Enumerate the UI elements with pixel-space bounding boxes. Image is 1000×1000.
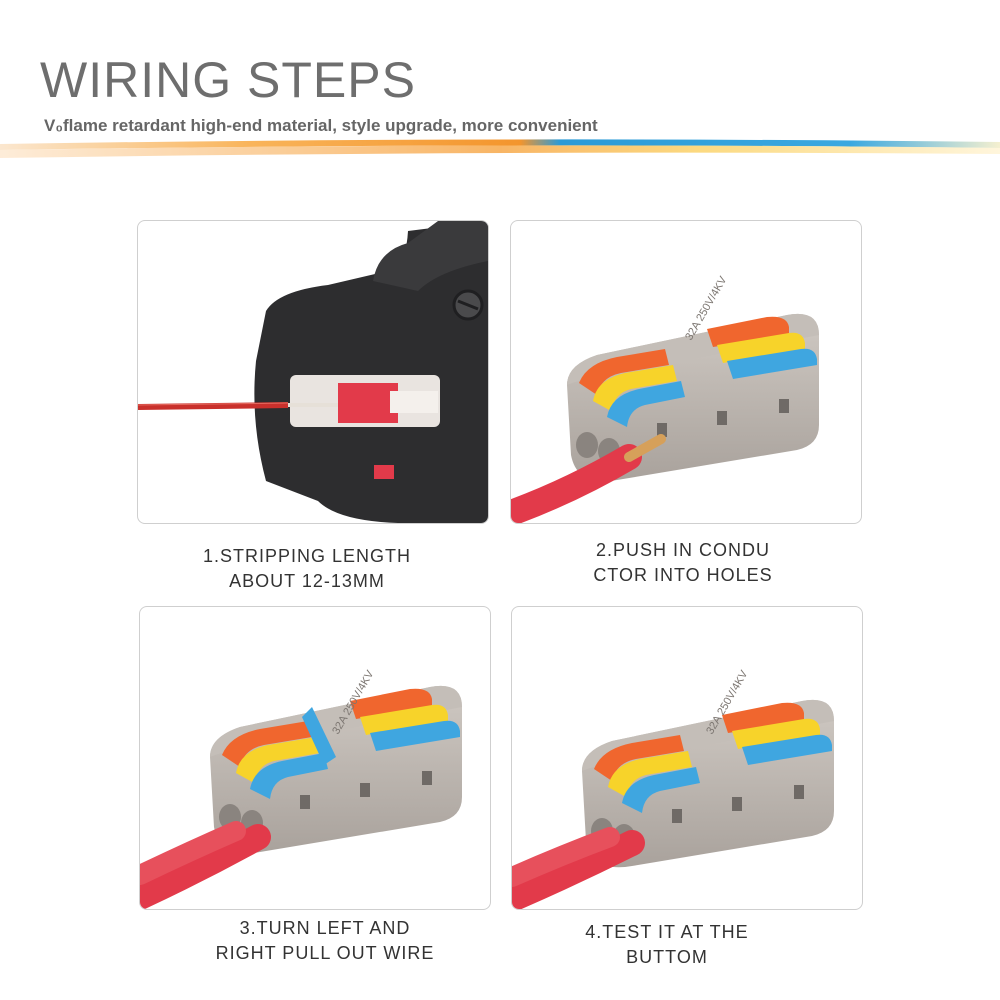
- step-3-card: 32A 250V/4KV: [139, 606, 491, 910]
- step-1-caption-line2: ABOUT 12-13MM: [229, 571, 385, 591]
- step-4-caption-line2: BUTTOM: [626, 947, 708, 967]
- step-2-card: 32A 250V/4KV: [510, 220, 862, 524]
- step-2-caption-line2: CTOR INTO HOLES: [593, 565, 773, 585]
- connector-lever-photo: 32A 250V/4KV: [140, 668, 462, 909]
- step-1-card: [137, 220, 489, 524]
- step-1-caption: 1.STRIPPING LENGTH ABOUT 12-13MM: [132, 544, 482, 594]
- step-4-caption-line1: 4.TEST IT AT THE: [585, 922, 749, 942]
- step-2-caption: 2.PUSH IN CONDU CTOR INTO HOLES: [508, 538, 858, 588]
- step-3-caption-line2: RIGHT PULL OUT WIRE: [215, 943, 435, 963]
- step-3-caption-line1: 3.TURN LEFT AND: [239, 918, 411, 938]
- step-4-card: 32A 250V/4KV: [511, 606, 863, 910]
- decorative-color-stripe: [0, 139, 1000, 158]
- page-title: WIRING STEPS: [40, 52, 416, 108]
- step-2-caption-line1: 2.PUSH IN CONDU: [595, 540, 771, 560]
- step-3-caption: 3.TURN LEFT AND RIGHT PULL OUT WIRE: [150, 916, 500, 966]
- connector-test-photo: 32A 250V/4KV: [512, 668, 834, 909]
- step-1-caption-line1: 1.STRIPPING LENGTH: [202, 546, 412, 566]
- connector-insert-photo: 32A 250V/4KV: [511, 274, 819, 523]
- page-subtitle: V₀flame retardant high-end material, sty…: [44, 116, 598, 135]
- step-4-caption: 4.TEST IT AT THE BUTTOM: [492, 920, 842, 970]
- wire-stripper-photo: [138, 221, 488, 523]
